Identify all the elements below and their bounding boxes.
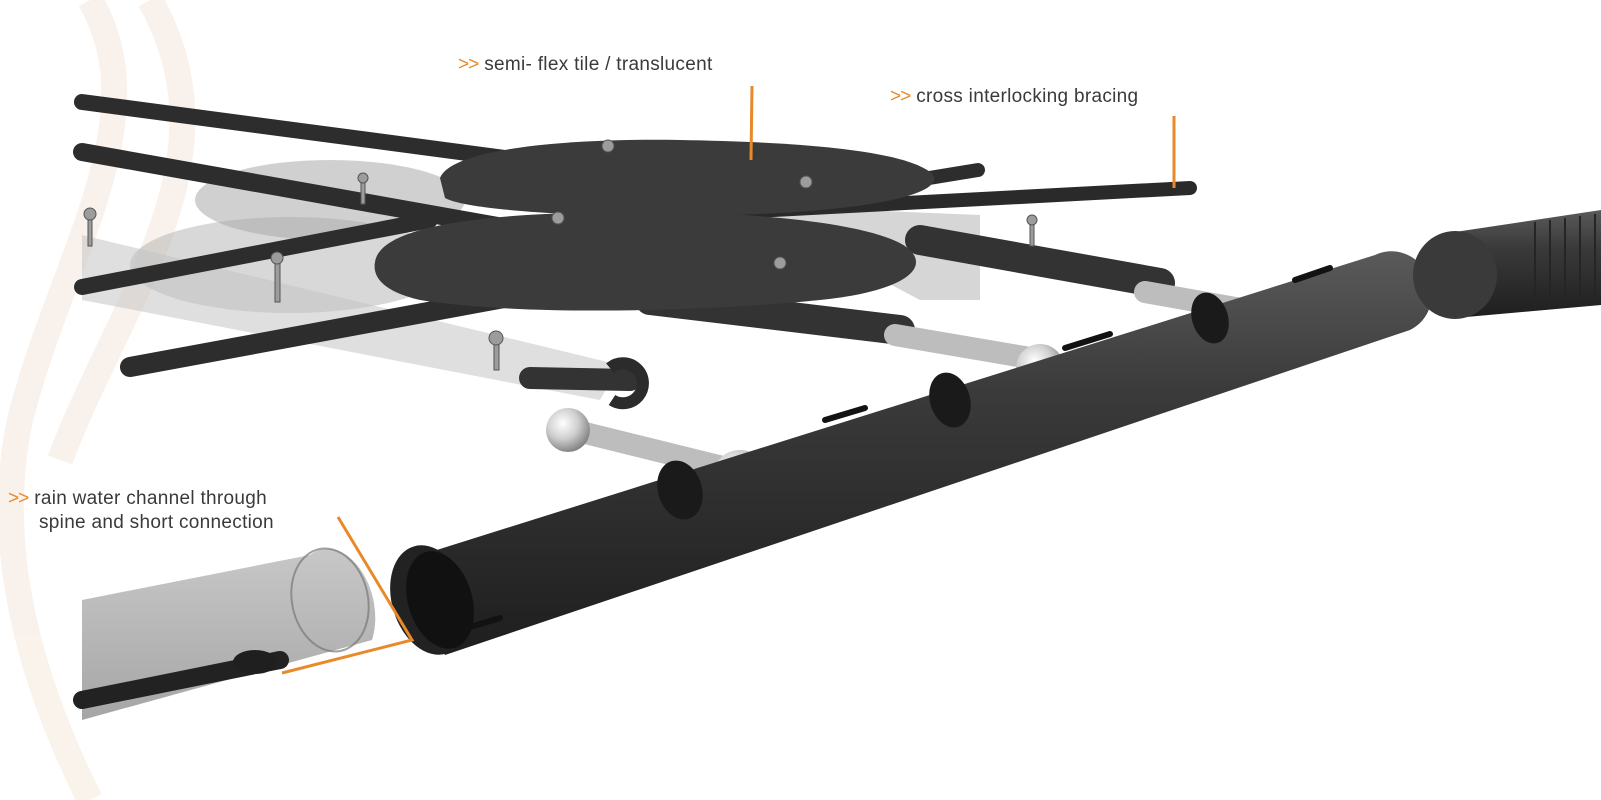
callout-text-line2: spine and short connection [39, 512, 274, 533]
callout-semi-flex-tile: >>semi- flex tile / translucent [458, 53, 713, 77]
callout-text-line1: rain water channel through [34, 488, 267, 509]
callout-marker: >> [890, 86, 911, 107]
semi-flex-tiles [374, 139, 935, 311]
pin-pegs [83, 139, 1038, 371]
leader-rain [281, 516, 415, 675]
callout-text: semi- flex tile / translucent [484, 54, 713, 75]
spine-extension-right [1413, 210, 1601, 319]
main-spine-tube [390, 251, 1433, 656]
callout-cross-bracing: >>cross interlocking bracing [890, 85, 1138, 109]
callout-leaders [281, 85, 1176, 675]
background-swirl [0, 0, 196, 800]
c-clip-connector [606, 357, 649, 410]
callout-rain-water-channel: >>rain water channel through spine and s… [8, 487, 274, 535]
ghost-spine-segment [73, 547, 376, 720]
callout-marker: >> [458, 54, 479, 75]
leader-tile [749, 85, 754, 161]
callout-marker: >> [8, 488, 29, 509]
callout-text: cross interlocking bracing [916, 86, 1139, 107]
